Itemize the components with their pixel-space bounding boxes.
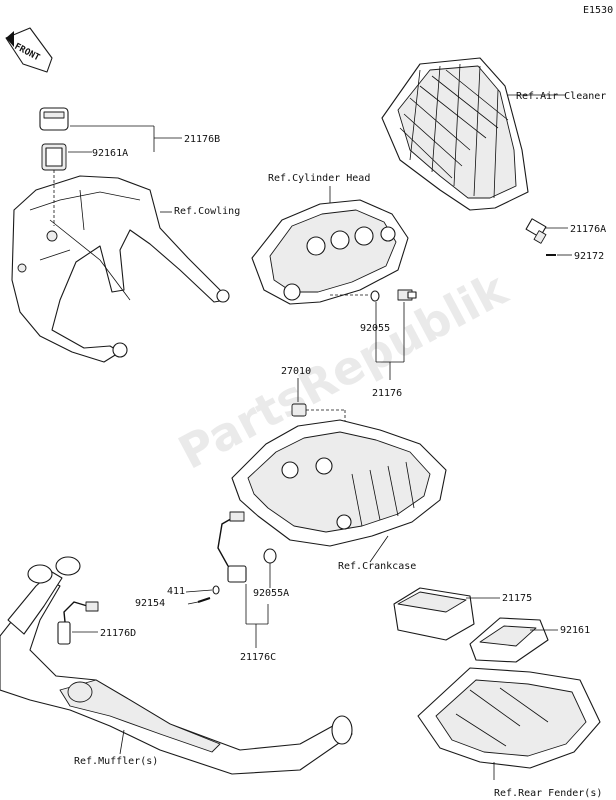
- diagram-code: E1530: [583, 5, 613, 16]
- part-411: 411: [167, 586, 185, 597]
- cowling-frame: [11, 175, 230, 363]
- part-21176: 21176: [372, 388, 402, 399]
- crankcase: [231, 419, 447, 547]
- oring-92055: [370, 290, 380, 302]
- cylinder-head: [251, 199, 409, 305]
- muffler: [0, 556, 353, 775]
- sensor-21176C: [217, 511, 247, 583]
- rear-fender: [417, 667, 601, 769]
- part-21176B: 21176B: [184, 134, 220, 145]
- part-92154: 92154: [135, 598, 165, 609]
- part-92161: 92161: [560, 625, 590, 636]
- bushing-92161A: [41, 143, 67, 171]
- ref-cylinder-head: Ref.Cylinder Head: [268, 173, 370, 184]
- part-21176A: 21176A: [570, 224, 606, 235]
- part-92055: 92055: [360, 323, 390, 334]
- oring-92055A: [263, 548, 277, 564]
- front-arrow-icon: FRONT: [5, 27, 53, 73]
- sensor-21176A: [525, 218, 547, 244]
- bolt-92154: [197, 597, 211, 603]
- ref-mufflers: Ref.Muffler(s): [74, 756, 158, 767]
- part-21176D: 21176D: [100, 628, 136, 639]
- part-21176C: 21176C: [240, 652, 276, 663]
- part-92172: 92172: [574, 251, 604, 262]
- ref-air-cleaner: Ref.Air Cleaner: [516, 91, 606, 102]
- part-21175: 21175: [502, 593, 532, 604]
- ecu-21175: [393, 587, 475, 641]
- part-27010: 27010: [281, 366, 311, 377]
- ref-crankcase: Ref.Crankcase: [338, 561, 416, 572]
- ref-rear-fender: Ref.Rear Fender(s): [494, 788, 602, 799]
- sensor-21176B: [39, 107, 69, 131]
- bolt-411: [212, 585, 220, 595]
- part-92055A: 92055A: [253, 588, 289, 599]
- air-cleaner-housing: [381, 57, 529, 211]
- plug-27010: [291, 403, 307, 417]
- cushion-92161: [469, 617, 549, 663]
- sensor-21176: [397, 289, 417, 301]
- part-92161A: 92161A: [92, 148, 128, 159]
- ref-cowling: Ref.Cowling: [174, 206, 240, 217]
- sensor-21176D: [57, 601, 99, 645]
